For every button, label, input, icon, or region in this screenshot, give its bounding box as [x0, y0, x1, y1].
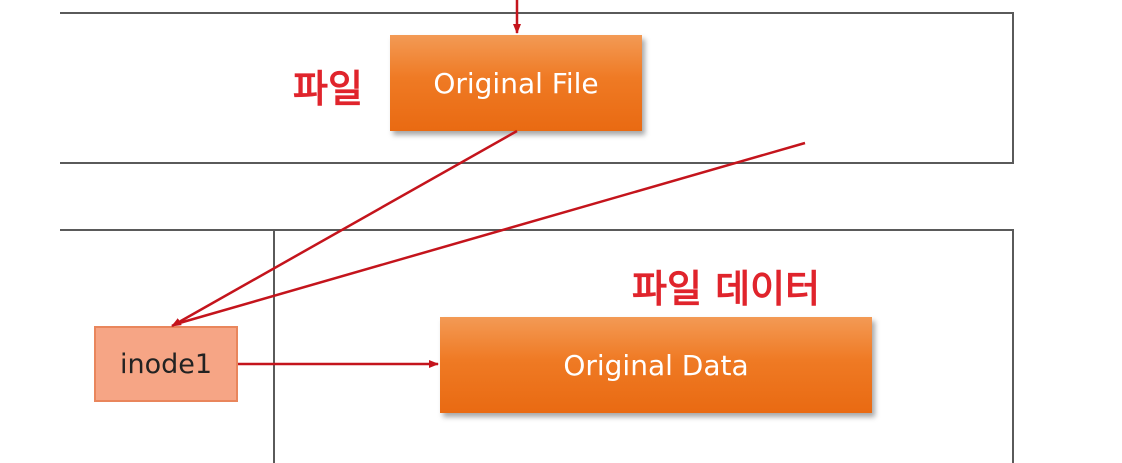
file-data-label: 파일 데이터	[632, 267, 821, 311]
original-file-text: Original File	[433, 66, 599, 100]
storage-region	[60, 229, 1014, 463]
original-file-box: Original File	[390, 35, 642, 131]
file-to-inode-arrow	[171, 129, 518, 328]
file-label: 파일	[293, 67, 363, 111]
inode1-text: inode1	[119, 348, 213, 380]
original-data-text: Original Data	[563, 348, 749, 382]
file-region	[60, 12, 1014, 164]
region-divider	[273, 230, 275, 463]
original-data-box: Original Data	[440, 317, 872, 413]
inode1-box: inode1	[94, 326, 238, 402]
external-to-inode-arrow	[175, 141, 806, 326]
